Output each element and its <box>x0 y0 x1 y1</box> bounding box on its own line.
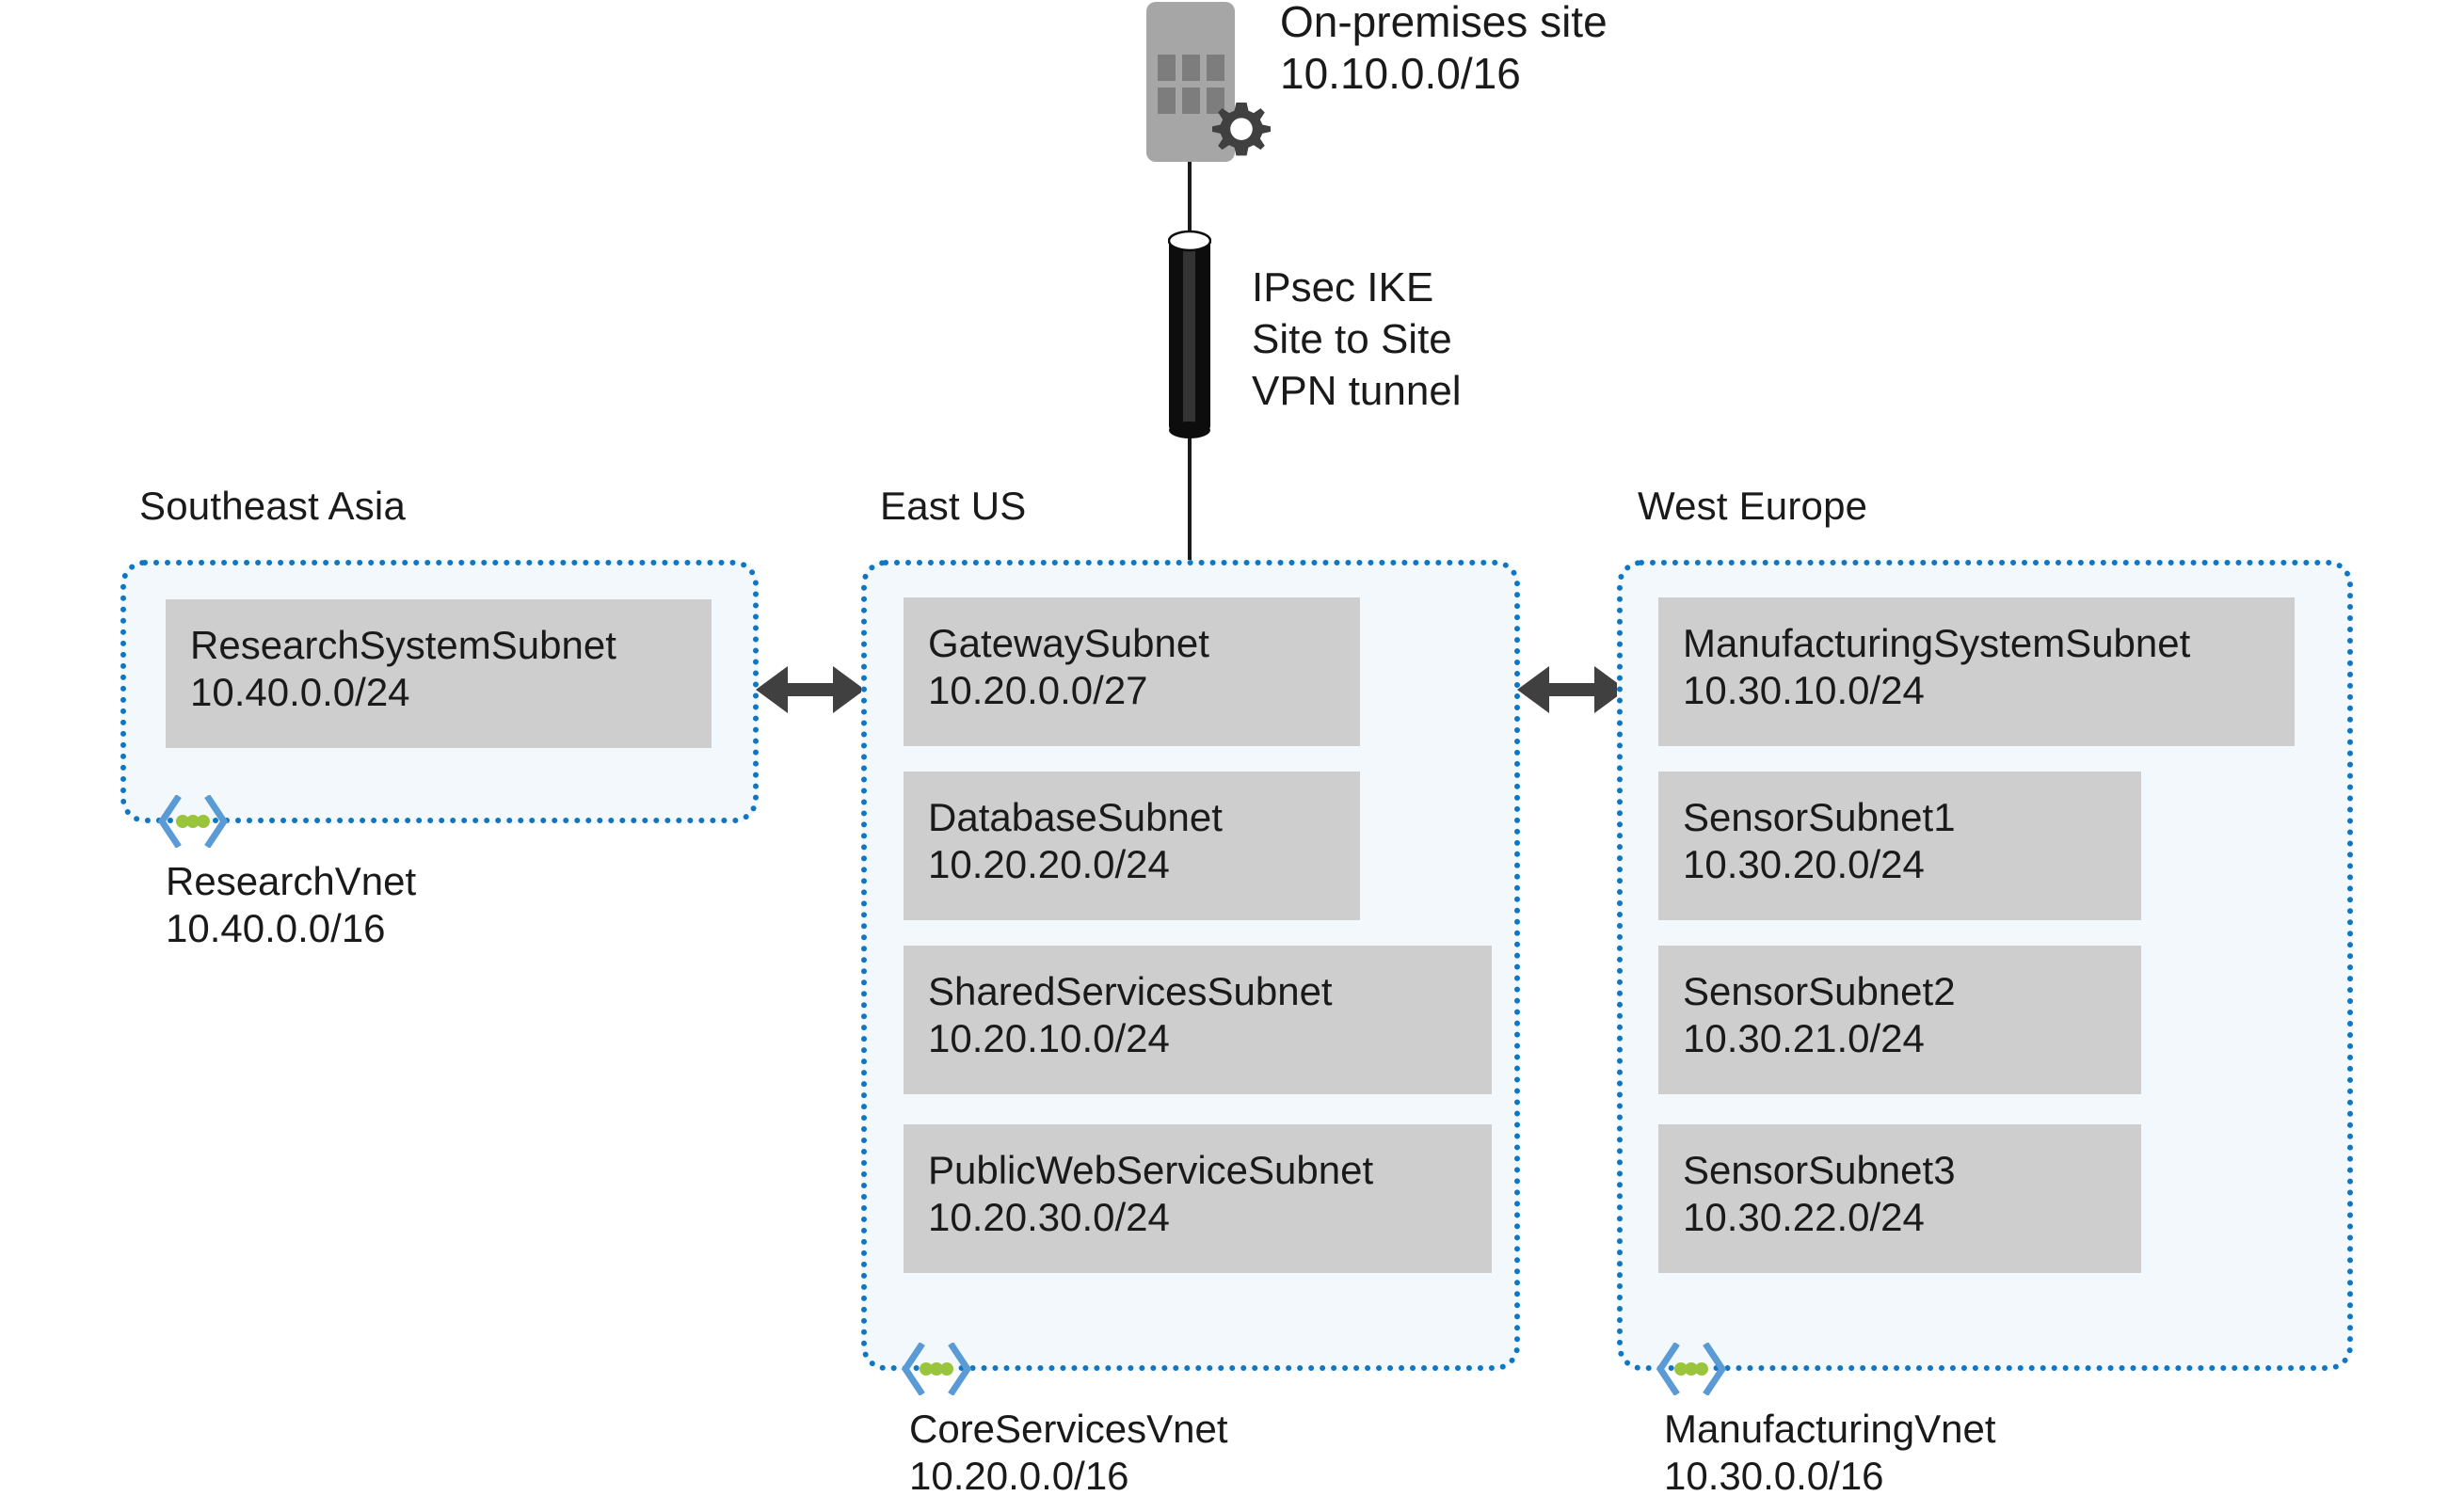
vnet-icon-coreservicesvnet <box>902 1343 971 1395</box>
subnet-name: GatewaySubnet <box>928 621 1209 665</box>
subnet-sharedservicessubnet[interactable]: SharedServicesSubnet 10.20.10.0/24 <box>904 946 1492 1094</box>
subnet-sensorsubnet3[interactable]: SensorSubnet3 10.30.22.0/24 <box>1658 1124 2141 1273</box>
building-window-cell <box>1207 55 1224 81</box>
region-label-southeast-asia: Southeast Asia <box>139 484 406 528</box>
subnet-name: ResearchSystemSubnet <box>190 623 616 667</box>
subnet-cidr: 10.20.20.0/24 <box>928 842 1170 887</box>
subnet-databasesubnet[interactable]: DatabaseSubnet 10.20.20.0/24 <box>904 772 1360 920</box>
region-label-west-europe: West Europe <box>1638 484 1868 528</box>
subnet-name: SensorSubnet3 <box>1683 1148 1956 1192</box>
onpremises-site-label: On-premises site 10.10.0.0/16 <box>1280 0 1608 100</box>
building-window-cell <box>1158 88 1176 114</box>
tunnel-line-2: Site to Site <box>1252 316 1452 362</box>
vnet-label-coreservicesvnet: CoreServicesVnet 10.20.0.0/16 <box>909 1406 1227 1496</box>
onpremises-cidr: 10.10.0.0/16 <box>1280 49 1521 99</box>
subnet-cidr: 10.20.30.0/24 <box>928 1195 1170 1240</box>
vnet-label-researchvnet: ResearchVnet 10.40.0.0/16 <box>166 858 416 951</box>
vnet-cidr: 10.20.0.0/16 <box>909 1453 1129 1496</box>
tunnel-line-3: VPN tunnel <box>1252 368 1462 414</box>
subnet-cidr: 10.30.22.0/24 <box>1683 1195 1925 1240</box>
subnet-cidr: 10.30.21.0/24 <box>1683 1016 1925 1061</box>
server-building-icon <box>1146 2 1235 162</box>
building-window-cell <box>1207 88 1224 114</box>
region-label-east-us: East US <box>880 484 1027 528</box>
subnet-cidr: 10.30.10.0/24 <box>1683 668 1925 713</box>
building-windows <box>1158 55 1225 114</box>
subnet-name: ManufacturingSystemSubnet <box>1683 621 2191 665</box>
vnet-icon-researchvnet <box>158 795 228 848</box>
subnet-sensorsubnet2[interactable]: SensorSubnet2 10.30.21.0/24 <box>1658 946 2141 1094</box>
vnet-cidr: 10.30.0.0/16 <box>1664 1453 1884 1496</box>
subnet-publicwebservicesubnet[interactable]: PublicWebServiceSubnet 10.20.30.0/24 <box>904 1124 1492 1273</box>
vnet-name: ResearchVnet <box>166 859 417 903</box>
subnet-gatewaysubnet[interactable]: GatewaySubnet 10.20.0.0/27 <box>904 597 1360 746</box>
vpn-tunnel-icon <box>1168 230 1211 438</box>
subnet-name: PublicWebServiceSubnet <box>928 1148 1374 1192</box>
subnet-sensorsubnet1[interactable]: SensorSubnet1 10.30.20.0/24 <box>1658 772 2141 920</box>
subnet-cidr: 10.20.10.0/24 <box>928 1016 1170 1061</box>
subnet-manufacturingsystemsubnet[interactable]: ManufacturingSystemSubnet 10.30.10.0/24 <box>1658 597 2295 746</box>
bidirectional-arrow-icon-sea-eastus <box>756 666 865 713</box>
onpremises-title: On-premises site <box>1280 0 1608 46</box>
vnet-name: ManufacturingVnet <box>1664 1407 1996 1451</box>
vpn-tunnel-label: IPsec IKE Site to Site VPN tunnel <box>1252 262 1462 417</box>
subnet-researchsystemsubnet[interactable]: ResearchSystemSubnet 10.40.0.0/24 <box>166 599 712 748</box>
subnet-cidr: 10.40.0.0/24 <box>190 670 410 715</box>
subnet-name: SensorSubnet2 <box>1683 969 1956 1013</box>
subnet-name: SharedServicesSubnet <box>928 969 1333 1013</box>
vnet-label-manufacturingvnet: ManufacturingVnet 10.30.0.0/16 <box>1664 1406 1996 1496</box>
building-window-cell <box>1182 55 1200 81</box>
subnet-name: DatabaseSubnet <box>928 795 1223 839</box>
building-window-cell <box>1158 55 1176 81</box>
subnet-name: SensorSubnet1 <box>1683 795 1956 839</box>
vnet-cidr: 10.40.0.0/16 <box>166 905 386 950</box>
building-window-cell <box>1182 88 1200 114</box>
subnet-cidr: 10.30.20.0/24 <box>1683 842 1925 887</box>
bidirectional-arrow-icon-eastus-weu <box>1517 666 1626 713</box>
tunnel-line-1: IPsec IKE <box>1252 264 1434 310</box>
subnet-cidr: 10.20.0.0/27 <box>928 668 1148 713</box>
vnet-name: CoreServicesVnet <box>909 1407 1228 1451</box>
gear-icon <box>1212 102 1271 156</box>
vnet-icon-manufacturingvnet <box>1656 1343 1726 1395</box>
